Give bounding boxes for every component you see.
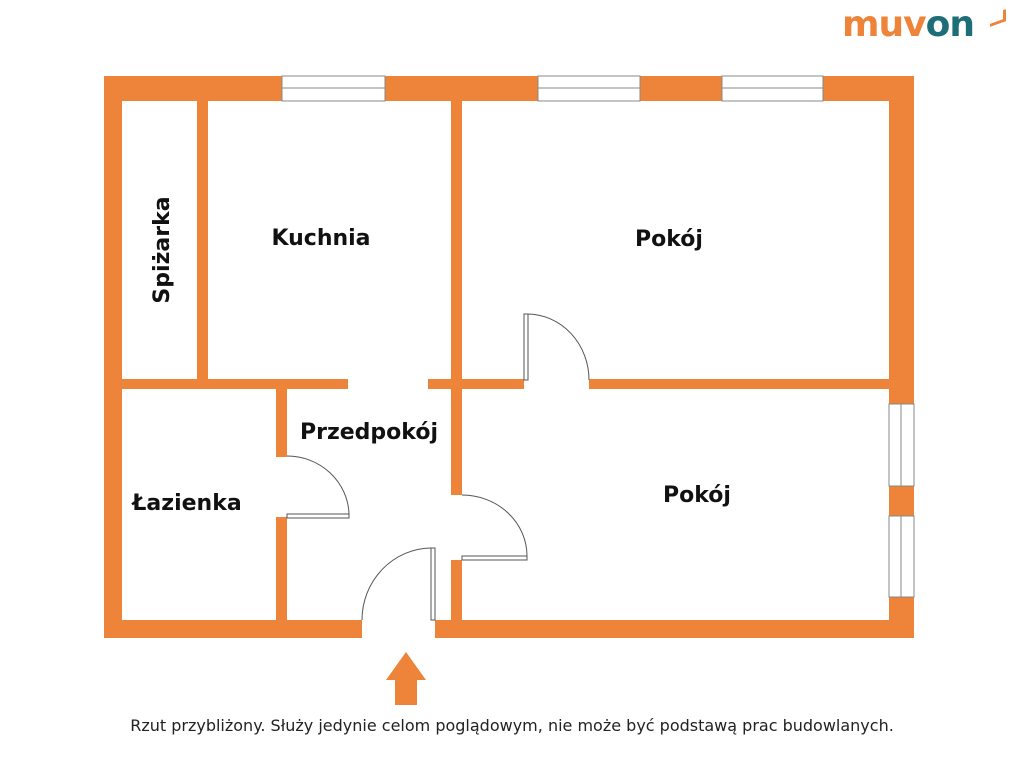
- wall-kitchen-room: [451, 101, 462, 495]
- walls: [104, 76, 914, 638]
- disclaimer: Rzut przybliżony. Służy jedynie celom po…: [130, 716, 894, 735]
- windows: [281, 75, 915, 598]
- door-entrance: [361, 547, 436, 621]
- wall-bottom-right: [435, 620, 914, 638]
- wall-mid-right: [589, 379, 889, 389]
- muvon-logo: muvon: [842, 4, 975, 45]
- label-room-top: Pokój: [635, 227, 703, 252]
- door-room-bottom: [461, 494, 528, 561]
- wall-pantry: [197, 101, 208, 381]
- door-bathroom: [286, 455, 350, 519]
- wall-left: [104, 76, 122, 638]
- wall-hall-room-lower: [451, 560, 462, 620]
- wall-bath-upper: [276, 389, 287, 457]
- label-bathroom: Łazienka: [131, 491, 241, 516]
- label-room-bottom: Pokój: [663, 483, 731, 508]
- label-pantry: Spiżarka: [150, 196, 175, 303]
- logo-text-1: muv: [842, 4, 927, 45]
- logo-text-2: on: [925, 4, 975, 45]
- entrance-arrow-icon: [386, 652, 426, 705]
- door-room-top: [523, 313, 590, 381]
- doors: [286, 313, 590, 621]
- wall-bottom-left: [104, 620, 362, 638]
- label-hall: Przedpokój: [300, 420, 438, 445]
- wall-mid-center: [428, 379, 524, 389]
- wall-bath-lower: [276, 517, 287, 620]
- label-kitchen: Kuchnia: [271, 226, 370, 251]
- wall-mid-left: [122, 379, 348, 389]
